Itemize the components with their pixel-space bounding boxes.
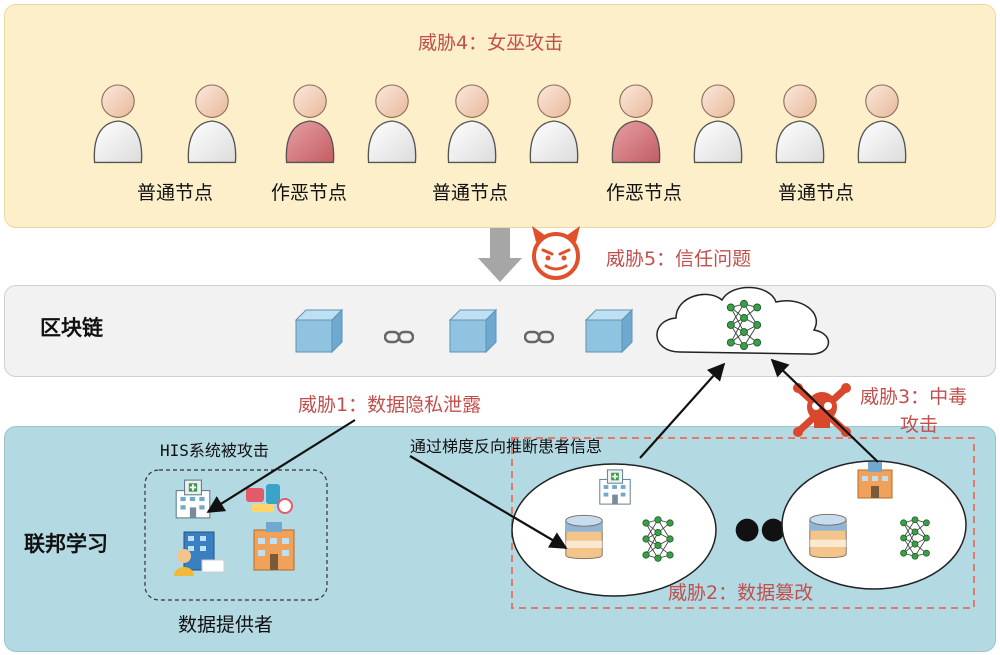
node-label-1: 普通节点: [137, 182, 214, 204]
node-label-4: 作恶节点: [606, 182, 683, 204]
his-attacked-label: HIS系统被攻击: [160, 441, 269, 460]
threat-poisoning-label-line2: 攻击: [900, 414, 939, 436]
node-label-3: 普通节点: [432, 182, 509, 204]
arrow-client2-to-cloud: [770, 358, 879, 463]
blockchain-panel: [4, 285, 996, 377]
arrow-gradient-to-database: [409, 455, 568, 549]
chain-link-icon-2: [524, 330, 554, 344]
data-providers-label: 数据提供者: [178, 614, 274, 636]
person-normal-4: [447, 84, 497, 164]
doctor-building-icon: [174, 531, 225, 576]
blockchain-section-label: 区块链: [40, 316, 103, 340]
person-malicious-2: [611, 84, 661, 164]
node-label-2: 作恶节点: [271, 182, 348, 204]
database-icon-client-1: [565, 514, 603, 560]
person-malicious-1: [285, 84, 335, 164]
devil-icon: [532, 226, 580, 280]
data-providers-box: [144, 469, 328, 601]
node-label-5: 普通节点: [778, 182, 855, 204]
arrow-privacy-to-his: [206, 419, 356, 513]
hospital-icon-provider-1: [175, 479, 211, 519]
chain-link-icon-1: [384, 330, 414, 344]
gradient-inference-label: 通过梯度反向推断患者信息: [410, 437, 603, 456]
medical-items-icon: [246, 484, 293, 514]
threat-trust-label: 威胁5：信任问题: [606, 248, 752, 270]
person-normal-1: [93, 84, 143, 164]
threat-privacy-leak-label: 威胁1：数据隐私泄露: [298, 394, 482, 416]
person-normal-6: [693, 84, 743, 164]
hospital-building-icon-provider: [253, 522, 295, 571]
federated-learning-section-label: 联邦学习: [24, 532, 108, 556]
threat-sybil-label: 威胁4：女巫攻击: [418, 32, 564, 54]
client-ellipse-1: [511, 463, 717, 597]
sybil-attack-panel: [4, 4, 996, 228]
person-normal-8: [857, 84, 907, 164]
block-3: [585, 309, 633, 353]
person-normal-3: [367, 84, 417, 164]
person-normal-2: [187, 84, 237, 164]
block-1: [295, 309, 343, 353]
database-icon-client-2: [809, 513, 847, 559]
threat-poisoning-label-line1: 威胁3：中毒: [860, 386, 968, 408]
block-2: [449, 309, 497, 353]
arrow-client1-to-cloud: [639, 362, 726, 459]
threat-tampering-label: 威胁2：数据篡改: [668, 582, 814, 604]
down-arrow-icon: [478, 228, 522, 282]
person-normal-5: [529, 84, 579, 164]
person-normal-7: [775, 84, 825, 164]
hospital-building-icon-client-2: [857, 462, 893, 499]
